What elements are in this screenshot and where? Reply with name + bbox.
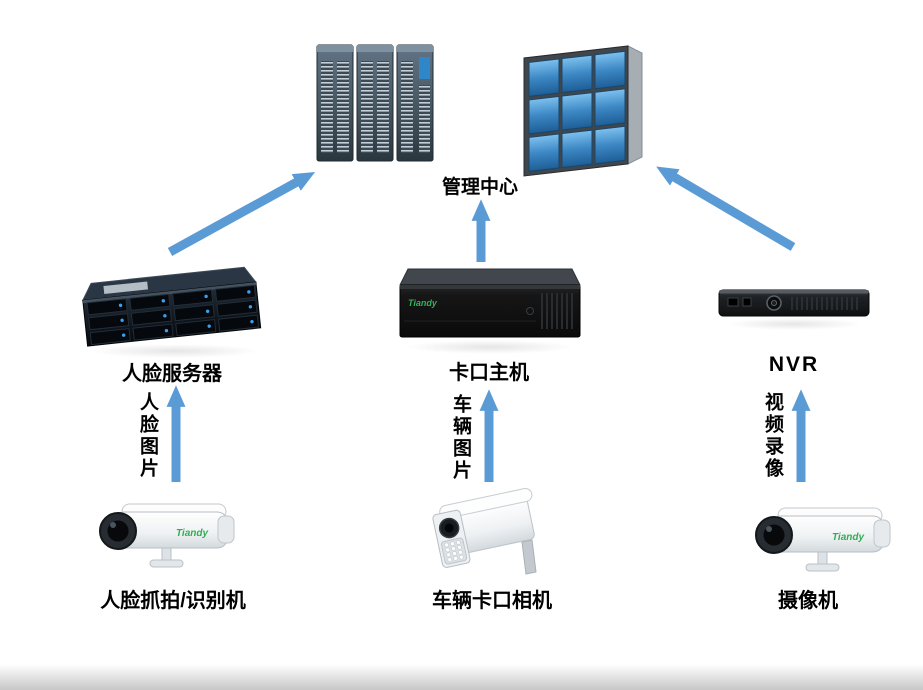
flow-vehicle-images-label: 车辆图片 (450, 394, 471, 482)
nvr-vents (791, 297, 858, 310)
face-server-icon (81, 266, 262, 347)
server-tower (356, 44, 394, 162)
face-camera-label: 人脸抓拍/识别机 (100, 590, 246, 612)
camera-led-array (444, 540, 464, 562)
video-wall-screen (561, 54, 593, 94)
host-top-face (399, 268, 581, 286)
face-server-label: 人脸服务器 (122, 363, 222, 385)
flow-face-images-label: 人脸图片 (137, 392, 158, 480)
nvr-shadow (726, 318, 862, 330)
camera-sunshield (439, 487, 533, 519)
video-wall-side (627, 45, 643, 165)
camera-bracket-base (805, 563, 840, 572)
video-wall-screen (594, 88, 626, 127)
arrow-nvr-to-center (656, 166, 796, 251)
video-wall-screen (528, 95, 560, 135)
face-camera-icon: Tiandy (99, 503, 235, 568)
video-wall-screen (594, 125, 626, 165)
camera-icon: Tiandy (755, 507, 891, 572)
nvr-port (742, 297, 752, 307)
brand-logo: Tiandy (176, 528, 208, 539)
brand-logo: Tiandy (408, 298, 438, 308)
camera-label: 摄像机 (778, 590, 838, 612)
server-tower (396, 44, 434, 162)
video-wall-screen (561, 92, 593, 131)
camera-bracket-base (149, 559, 184, 568)
camera-bracket (161, 547, 172, 562)
flow-video-recording-label: 视频录像 (762, 392, 783, 480)
server-rack-cluster-icon (316, 44, 434, 162)
server-tower (316, 44, 354, 162)
camera-mount-arm (521, 539, 537, 575)
camera-led-panel (440, 537, 468, 565)
brand-logo: Tiandy (832, 532, 864, 543)
camera-bracket (817, 551, 828, 566)
camera-tail-cap (873, 519, 891, 548)
video-wall-screen (528, 58, 560, 97)
nvr-label: NVR (768, 353, 820, 376)
nvr-port (727, 297, 739, 307)
vehicle-camera-label: 车辆卡口相机 (432, 590, 552, 612)
camera-lens (444, 523, 454, 533)
video-wall-screen (528, 133, 560, 172)
checkpoint-host-shadow (405, 340, 575, 354)
video-wall-screen (594, 50, 626, 90)
camera-tail-cap (217, 515, 235, 544)
host-vents (541, 293, 573, 329)
video-wall-screen (561, 129, 593, 169)
video-wall-icon (523, 45, 643, 177)
slide-bottom-fade (0, 664, 923, 690)
server-status-screen (419, 57, 430, 79)
checkpoint-host-icon: Tiandy (399, 268, 581, 338)
management-center-label: 管理中心 (441, 177, 518, 198)
face-server-shadow (90, 344, 260, 358)
server-label-sticker (103, 281, 149, 295)
arrow-face-server-to-center (167, 172, 316, 256)
vehicle-camera-icon (432, 487, 537, 575)
video-wall-front (523, 45, 629, 177)
nvr-icon (718, 289, 870, 317)
checkpoint-host-label: 卡口主机 (449, 362, 529, 384)
host-power-button (526, 307, 534, 315)
